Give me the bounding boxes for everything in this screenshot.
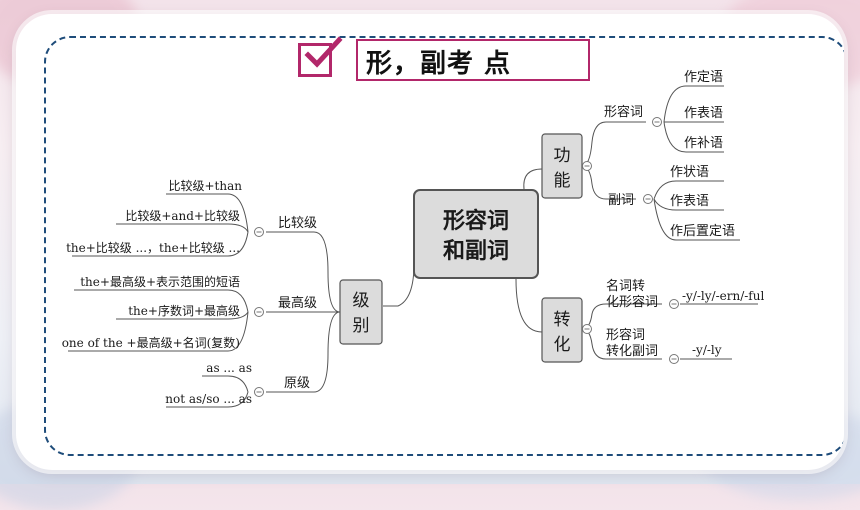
adj-to-adv-label-line2: 转化副词 [606,344,658,359]
superlative-item: the+最高级+表示范围的短语 [80,274,240,289]
degree-node [339,279,383,345]
degree-label-line2: 别 [353,316,370,336]
connector-degree-positive [266,311,341,393]
adjective-use-item: 作表语 [684,106,723,121]
connector-positive-item [202,375,249,393]
connector-adverb-use [653,198,724,211]
noun-to-adj-label-line1: 名词转 [606,278,645,294]
comparative-item: 比较级+than [169,178,243,193]
function-label-line1: 功 [554,146,571,166]
superlative-label: 最高级 [278,295,317,311]
positive-label: 原级 [284,376,310,391]
adj-to-adv-suffix: -y/-ly [692,343,722,357]
positive-item: as ... as [206,361,252,375]
adverb-use-item: 作状语 [670,165,709,180]
connector-adjective-use [663,121,724,153]
connector-superlative-item [116,311,249,320]
comparative-label: 比较级 [278,216,317,231]
connector-root-degree [383,263,415,307]
connector-adverb-use [653,198,740,241]
connector-superlative-item [74,289,249,313]
conversion-label-line1: 转 [554,310,571,330]
adverb-branch-label: 副词 [608,193,634,208]
noun-to-adj-suffix: -y/-ly/-ern/-ful [682,289,764,303]
adverb-use-item: 作表语 [670,194,709,209]
adjective-use-item: 作定语 [684,70,723,85]
adverb-use-item: 作后置定语 [670,224,735,239]
adjective-use-item: 作补语 [684,136,723,151]
connector-adverb-use [653,180,724,200]
connector-comparative-item [166,193,249,233]
connector-adjective-use [663,85,724,123]
title-banner: 形，副考 点 [298,36,590,83]
page-title: 形，副考 点 [366,49,512,79]
root-node [413,189,539,279]
slide-card: 形，副考 点 [16,14,844,470]
superlative-item: one of the +最高级+名词(复数) [62,335,240,350]
noun-to-adj-label-line2: 化形容词 [606,294,658,310]
root-label-line2: 和副词 [443,239,509,264]
function-label-line2: 能 [554,171,571,191]
connector-superlative-item [68,311,249,352]
comparative-item: 比较级+and+比较级 [125,208,240,223]
connector-function-adjective [581,121,646,167]
degree-label-line1: 级 [353,291,370,311]
connector-degree-comparative [266,231,341,313]
positive-item: not as/so ... as [165,392,252,406]
checkbox-check-icon [304,36,343,68]
connector-positive-item [166,391,249,408]
connector-comparative-item [72,231,249,257]
conversion-node [541,297,583,363]
title-checkbox [298,36,343,77]
connector-comparative-item [116,223,249,233]
conversion-label-line2: 化 [554,335,571,355]
adjective-branch-label: 形容词 [604,104,643,120]
root-label-line1: 形容词 [443,208,509,234]
title-bar: 形，副考 点 [356,39,590,81]
adj-to-adv-label-line1: 形容词 [606,327,645,343]
superlative-item: the+序数词+最高级 [128,303,240,318]
mind-map: 形容词 和副词 功 能 转 化 级 别 [62,70,764,408]
comparative-item: the+比较级 ...，the+比较级 ... [66,240,240,255]
